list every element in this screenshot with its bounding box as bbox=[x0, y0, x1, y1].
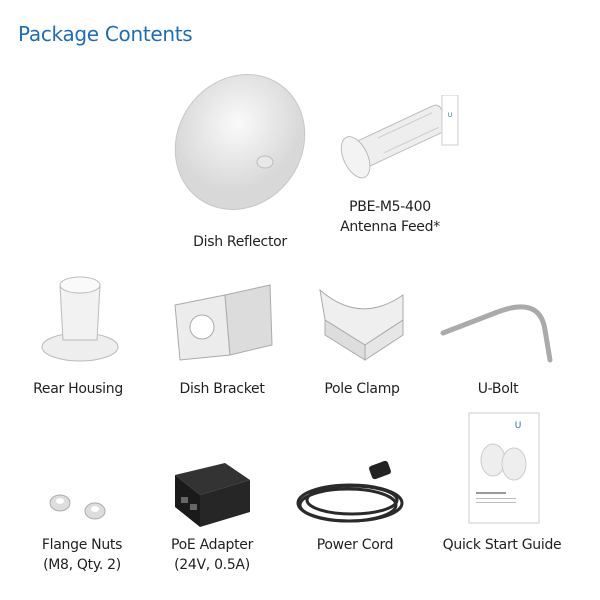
power-cord-icon bbox=[296, 460, 404, 523]
item-label-poe-adapter: PoE Adapter bbox=[170, 537, 254, 553]
u-bolt-icon bbox=[440, 304, 553, 363]
flange-nuts-icon bbox=[49, 494, 106, 520]
item-label-poe-adapter-2: (24V, 0.5A) bbox=[174, 557, 250, 573]
item-label-flange-nuts: Flange Nuts bbox=[41, 537, 123, 553]
svg-text:U: U bbox=[515, 421, 522, 431]
item-label-rear-housing: Rear Housing bbox=[33, 381, 123, 397]
item-label-flange-nuts-2: (M8, Qty. 2) bbox=[43, 557, 121, 573]
poe-adapter-icon bbox=[175, 463, 250, 527]
antenna-feed-icon: U bbox=[340, 95, 459, 179]
quick-start-guide-icon: U bbox=[468, 412, 540, 524]
rear-housing-icon bbox=[41, 276, 119, 362]
item-label-u-bolt: U-Bolt bbox=[477, 381, 519, 397]
svg-text:U: U bbox=[448, 112, 452, 119]
dish-bracket-icon bbox=[174, 284, 273, 361]
item-label-antenna-feed: PBE-M5-400 bbox=[349, 199, 431, 215]
pole-clamp-icon bbox=[319, 288, 404, 361]
item-label-antenna-feed-2: Antenna Feed* bbox=[340, 219, 440, 235]
item-label-quick-start-guide: Quick Start Guide bbox=[442, 537, 562, 553]
item-label-pole-clamp: Pole Clamp bbox=[324, 381, 400, 397]
item-label-dish-bracket: Dish Bracket bbox=[179, 381, 265, 397]
page-title: Package Contents bbox=[18, 22, 193, 46]
item-label-power-cord: Power Cord bbox=[316, 537, 394, 553]
dish-reflector-icon bbox=[174, 74, 306, 210]
item-label-dish-reflector: Dish Reflector bbox=[193, 234, 287, 250]
